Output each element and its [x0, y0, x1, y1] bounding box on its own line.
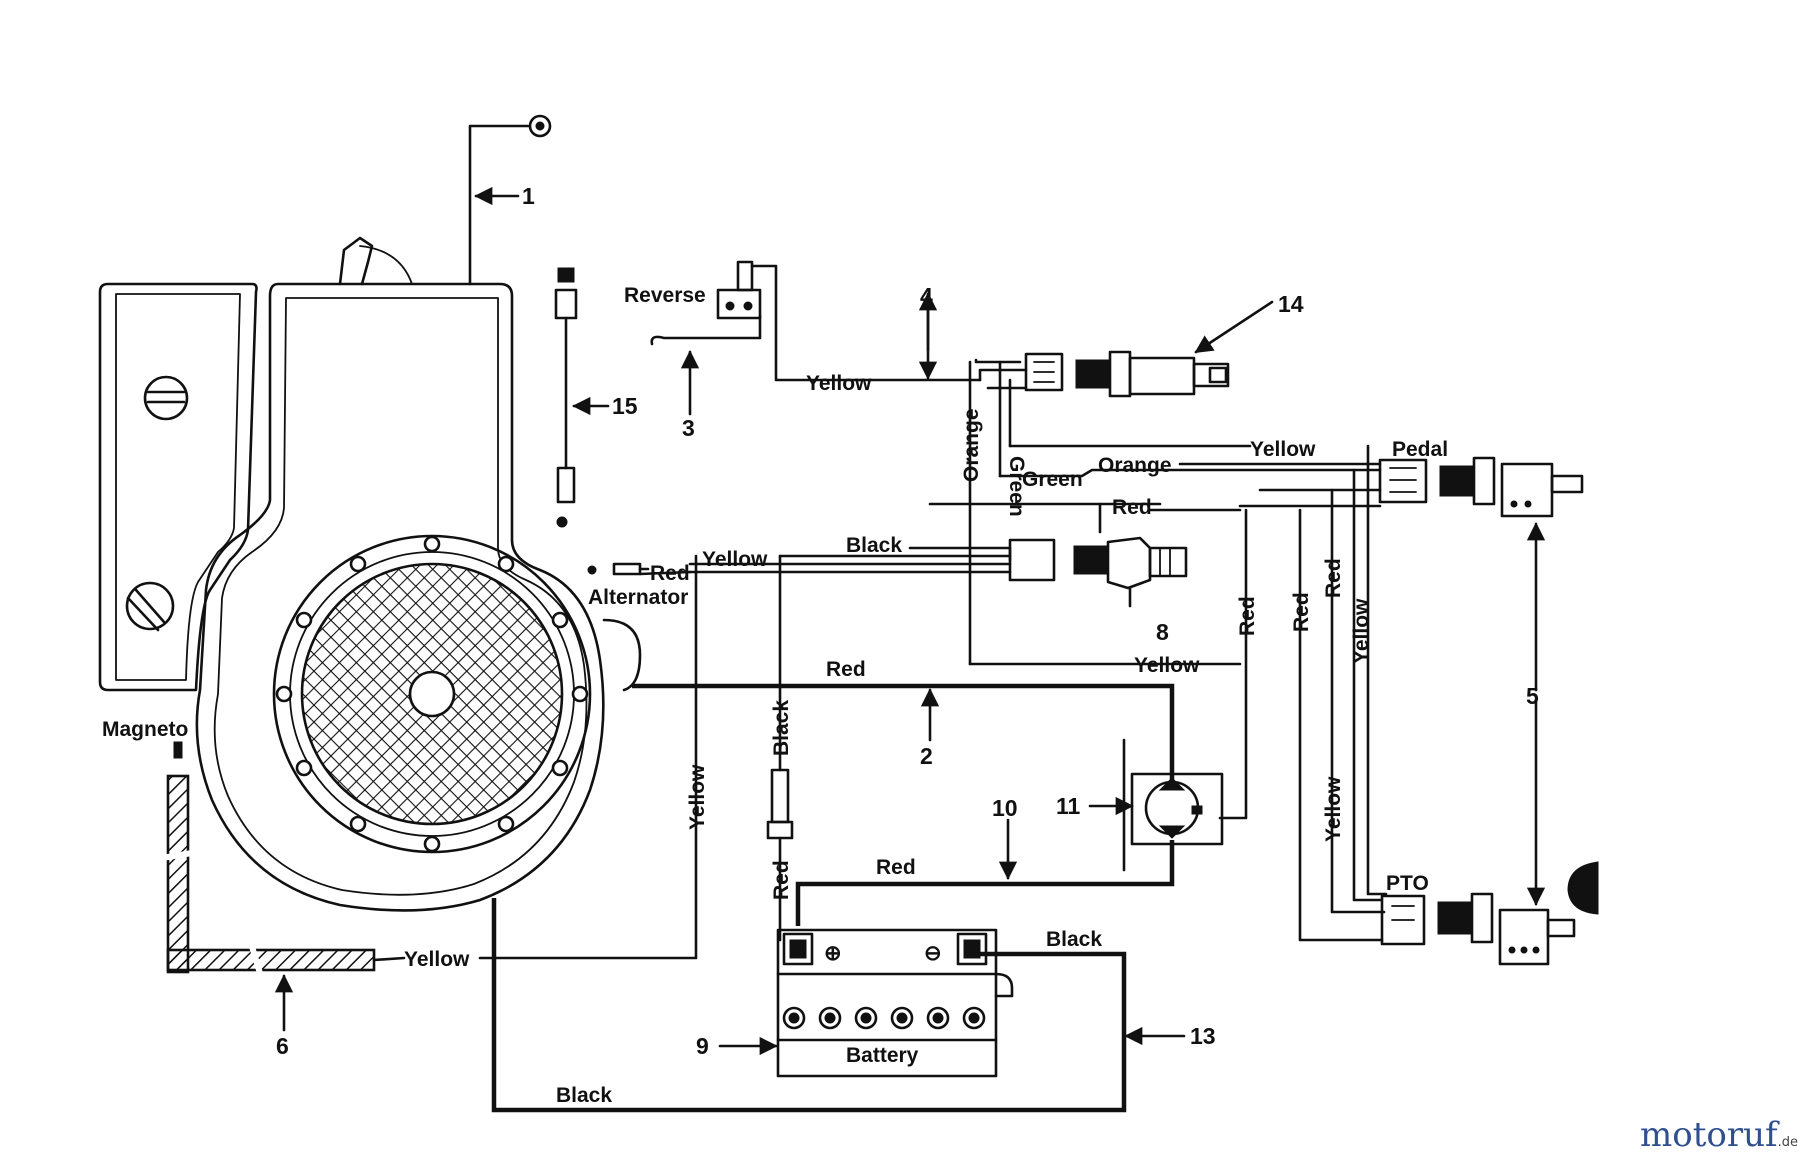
- wire-label-yellow-vertical-lower: Yellow: [1322, 776, 1345, 842]
- wire-label-red-vertical-pigtail: Red: [770, 860, 793, 900]
- wire-label-yellow-vertical-right: Yellow: [1350, 598, 1373, 664]
- callout-2: 2: [920, 743, 933, 769]
- label-magneto: Magneto: [102, 718, 188, 741]
- wire-label-green-vertical: Green: [1005, 456, 1028, 517]
- wire-label-black-bottom: Black: [556, 1084, 612, 1107]
- label-pedal: Pedal: [1392, 438, 1448, 461]
- alternator-lead: [587, 562, 692, 576]
- label-pto: PTO: [1386, 872, 1429, 895]
- callout-15: 15: [612, 393, 638, 419]
- power-cables: [491, 683, 1175, 1113]
- pedal-switch: [1378, 456, 1584, 518]
- label-reverse: Reverse: [624, 284, 706, 307]
- callout-13: 13: [1190, 1023, 1216, 1049]
- wire-label-black-battery: Black: [1046, 928, 1102, 951]
- wire-label-black-top: Black: [846, 534, 902, 557]
- wire-label-yellow-magneto: Yellow: [404, 948, 470, 971]
- wire-label-red-battery: Red: [876, 856, 916, 879]
- wire-label-red-vertical-1: Red: [1236, 596, 1259, 636]
- pto-switch: [1380, 861, 1599, 966]
- callout-arrows: [274, 186, 1546, 1056]
- connector-8: [1008, 536, 1188, 608]
- engine: [98, 236, 642, 912]
- callout-3: 3: [682, 415, 695, 441]
- callout-11: 11: [1056, 793, 1081, 819]
- battery-minus: ⊖: [924, 942, 942, 965]
- shroud-bolt-top: [143, 375, 189, 421]
- wire-labels: Yellow Yellow Orange Green Red Black Yel…: [404, 372, 1373, 1107]
- wire-label-red-vertical-3: Red: [1322, 558, 1345, 598]
- wire-label-red-main: Red: [826, 658, 866, 681]
- wire-label-black-vertical: Black: [770, 700, 793, 756]
- wire-label-red-top: Red: [1112, 496, 1152, 519]
- fuse-holder: [554, 267, 578, 528]
- callout-1: 1: [522, 183, 535, 209]
- callout-14: 14: [1278, 291, 1304, 317]
- ground-cable: [468, 114, 552, 286]
- shroud-bolt-bottom: [125, 581, 175, 632]
- wire-label-yellow-vertical-left: Yellow: [686, 764, 709, 830]
- watermark-tld: .de: [1778, 1135, 1798, 1150]
- wire-label-orange-pedal: Orange: [1098, 454, 1172, 477]
- reverse-switch: [650, 260, 862, 382]
- battery-cells: [782, 1006, 986, 1030]
- label-battery: Battery: [846, 1044, 919, 1067]
- callout-9: 9: [696, 1033, 709, 1059]
- wire-label-yellow-reverse: Yellow: [806, 372, 872, 395]
- wire-label-green-horizontal: Green: [1022, 468, 1083, 491]
- connector-14: [1024, 350, 1230, 398]
- callout-5: 5: [1526, 683, 1539, 709]
- svg-text:motoruf.de: motoruf.de: [1640, 1115, 1798, 1155]
- wire-label-yellow-pedal: Yellow: [1250, 438, 1316, 461]
- magneto-lead: [149, 741, 406, 981]
- callout-8: 8: [1156, 619, 1169, 645]
- wire-label-red-vertical-2: Red: [1290, 592, 1313, 632]
- watermark-brand: motoruf: [1640, 1115, 1780, 1155]
- battery: [776, 928, 1014, 1078]
- component-labels: Reverse Pedal Alternator Magneto PTO Bat…: [102, 284, 1448, 1067]
- wire-label-yellow-alternator: Yellow: [702, 548, 768, 571]
- watermark: motoruf.de: [1640, 1115, 1798, 1155]
- flywheel-bolts: [275, 535, 589, 853]
- callout-numbers: 1 2 3 4 5 6 8 9 10 11 13 14 15: [276, 183, 1539, 1059]
- wire-label-yellow-mid: Yellow: [1134, 654, 1200, 677]
- starter-pigtail: [766, 768, 794, 942]
- label-alternator: Alternator: [588, 586, 688, 609]
- battery-plus: ⊕: [824, 942, 842, 965]
- callout-10: 10: [992, 795, 1018, 821]
- wire-label-orange-vertical: Orange: [960, 408, 983, 482]
- wire-label-red-alternator: Red: [650, 562, 690, 585]
- callout-4: 4: [920, 283, 933, 309]
- wire-harness: [478, 358, 1388, 960]
- callout-6: 6: [276, 1033, 289, 1059]
